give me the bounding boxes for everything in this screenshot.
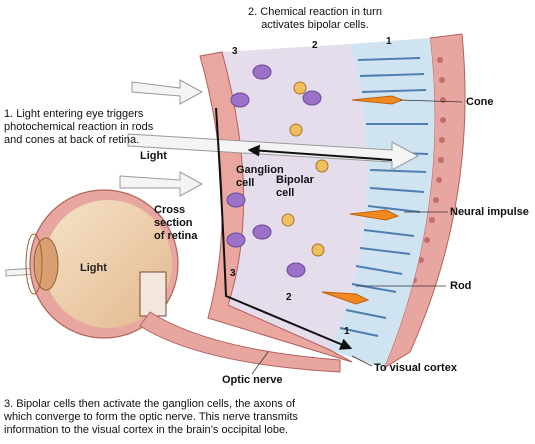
caption-step-1: 1. Light entering eye triggers photochem… [4, 108, 153, 147]
cone-middle [349, 209, 400, 221]
label-ganglion-line-1: Ganglion [236, 164, 284, 176]
impulse-arrow-down [215, 107, 353, 350]
label-light-top: Light [140, 150, 167, 162]
label-bipolar-line-1: Bipolar [276, 174, 314, 186]
layer-number-top-1: 1 [386, 36, 392, 47]
impulse-arrow-across [247, 144, 393, 161]
layer-number-top-3: 3 [232, 46, 238, 57]
caption-step-3-line-1: 3. Bipolar cells then activate the gangl… [4, 398, 296, 410]
optic-nerve [139, 311, 341, 373]
label-ganglion-line-2: cell [236, 177, 255, 189]
layer-number-bottom-2: 2 [286, 292, 292, 303]
eyeball [25, 189, 341, 373]
cross-section-marker [139, 271, 167, 317]
eye-cornea [25, 233, 43, 295]
cones [321, 95, 404, 305]
label-bipolar-cell: Bipolar cell [276, 174, 314, 200]
caption-step-3-line-2: which converge to form the optic nerve. … [4, 411, 298, 423]
caption-step-3-line-3: information to the visual cortex in the … [4, 424, 289, 436]
label-bipolar-line-2: cell [276, 187, 295, 199]
caption-step-1-line-3: and cones at back of retina. [4, 134, 140, 146]
label-neural-impulse: Neural impulse [450, 206, 529, 218]
caption-step-2-line-2: activates bipolar cells. [261, 19, 369, 31]
label-to-visual-cortex: To visual cortex [374, 362, 457, 374]
label-optic-nerve: Optic nerve [222, 374, 283, 386]
label-leaders [251, 99, 463, 375]
label-cross-line-3: of retina [154, 230, 198, 242]
caption-step-2-line-1: 2. Chemical reaction in turn [248, 6, 382, 18]
label-ganglion-cell: Ganglion cell [236, 164, 284, 190]
light-arrow-top [131, 79, 204, 105]
eye-lens [33, 237, 59, 291]
ganglion-cells [226, 64, 322, 278]
layer-number-top-2: 2 [312, 40, 318, 51]
label-rod: Rod [450, 280, 472, 292]
label-cone: Cone [466, 96, 494, 108]
caption-step-1-line-1: 1. Light entering eye triggers [4, 108, 144, 120]
label-light-eye: Light [80, 262, 107, 274]
photoreceptors [321, 57, 429, 337]
label-cross-line-2: section [154, 217, 193, 229]
cone-lower [321, 291, 370, 305]
caption-step-2: 2. Chemical reaction in turn activates b… [225, 6, 405, 32]
neural-impulse-path [215, 107, 393, 350]
caption-step-1-line-2: photochemical reaction in rods [4, 121, 154, 133]
bipolar-cells [281, 81, 329, 257]
label-cross-section: Cross section of retina [154, 204, 197, 243]
neuron-layer [222, 44, 367, 350]
caption-step-3: 3. Bipolar cells then activate the gangl… [4, 398, 298, 437]
light-arrow-mid [119, 171, 204, 197]
layer-number-bottom-3: 3 [230, 268, 236, 279]
layer-number-bottom-1: 1 [344, 326, 350, 337]
label-cross-line-1: Cross [154, 204, 186, 216]
